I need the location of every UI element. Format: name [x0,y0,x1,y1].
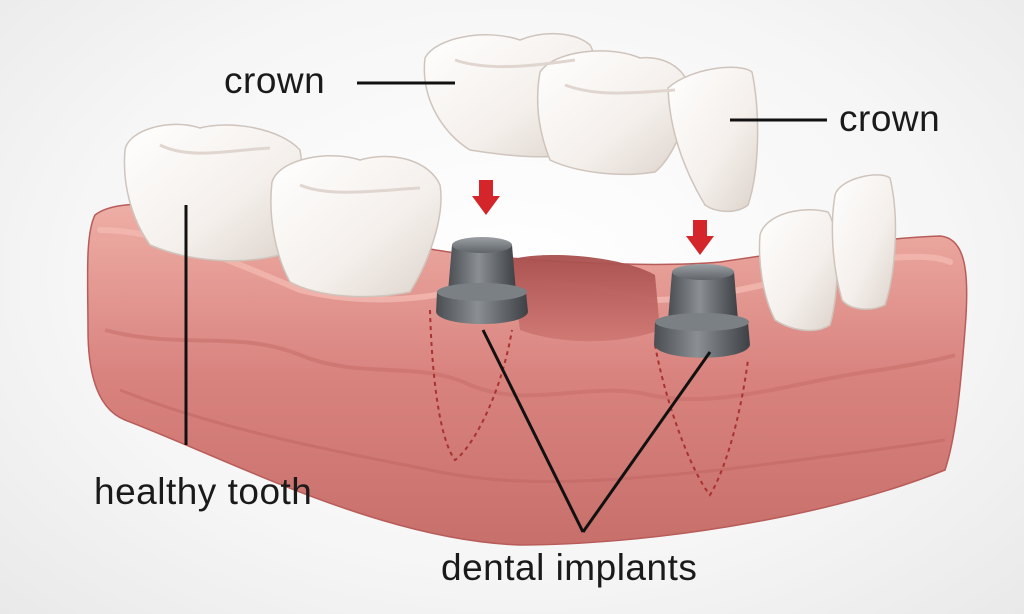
healthy-tooth-2 [270,155,442,298]
implant-root-outlines [429,309,749,497]
label-dental-implants: dental implants [441,547,698,588]
leader-lines [184,81,827,533]
implant-abutment-right [654,264,750,358]
crown-bridge [423,32,759,213]
down-arrow-left [472,180,500,215]
front-tooth-1 [758,209,839,332]
label-crown-left: crown [224,60,326,101]
implant-abutment-left [436,237,528,324]
front-tooth-2 [831,174,897,310]
leader-implant-left [481,329,585,533]
leader-implant-right [581,351,712,533]
down-arrow-right [686,220,714,255]
label-crown-right: crown [839,98,941,139]
label-healthy-tooth: healthy tooth [94,471,313,512]
